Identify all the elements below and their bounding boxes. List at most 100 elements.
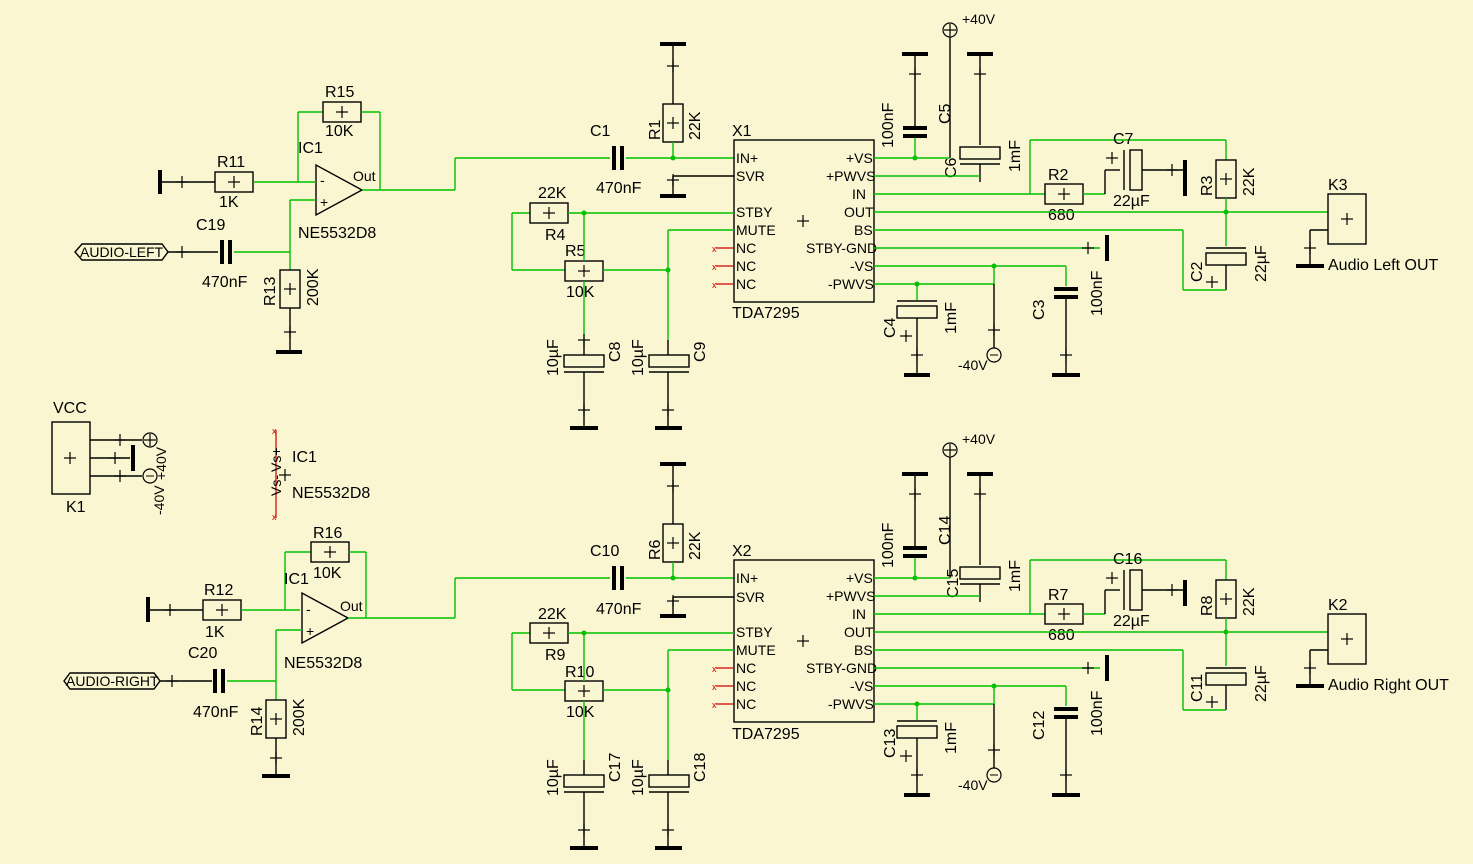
k2-desc: Audio Right OUT — [1328, 677, 1449, 694]
r12-label: R12 — [204, 582, 233, 599]
opamp-ic1a[interactable] — [315, 163, 364, 217]
svg-text:-: - — [306, 601, 311, 617]
c13-label: C13 — [882, 729, 899, 758]
pin-svr: SVR — [736, 589, 765, 605]
r3-value: 22K — [1241, 167, 1258, 196]
pin-out: OUT — [844, 204, 874, 220]
c19-value: 470nF — [202, 274, 248, 291]
capacitor-c8[interactable] — [563, 354, 605, 368]
c20-label: C20 — [188, 645, 217, 662]
pin-nc: NC — [736, 696, 756, 712]
capacitor-c17[interactable] — [563, 774, 605, 788]
pin-pwvs-plus: +PWVS — [826, 588, 875, 604]
c19-label: C19 — [196, 217, 225, 234]
nc-x: x — [712, 682, 717, 692]
r5-label: R5 — [565, 243, 586, 260]
capacitor-c13[interactable] — [896, 725, 938, 739]
x2-label: X2 — [732, 543, 752, 560]
nc-x: x — [712, 664, 717, 674]
pin-nc: NC — [736, 660, 756, 676]
pos40-label: +40V — [962, 11, 996, 27]
pin-in: IN — [852, 186, 866, 202]
pin-svr: SVR — [736, 168, 765, 184]
ic1-vs-plus: Vs+ — [268, 447, 284, 472]
c14-value: 1mF — [1007, 560, 1024, 592]
c17-label: C17 — [607, 753, 624, 782]
c9-value: 10µF — [630, 339, 647, 376]
pin-out: OUT — [844, 624, 874, 640]
nc-x: x — [272, 512, 277, 522]
r14-label: R14 — [249, 707, 266, 736]
capacitor-c18[interactable] — [648, 774, 690, 788]
ic-x1-tda7295[interactable] — [733, 139, 875, 303]
c20-value: 470nF — [193, 704, 239, 721]
r7-label: R7 — [1048, 587, 1069, 604]
capacitor-c2[interactable] — [1205, 252, 1247, 266]
r1-value: 22K — [687, 111, 704, 140]
r4-label: R4 — [545, 227, 566, 244]
opamp-ic1b[interactable] — [301, 591, 350, 645]
c12-value: 100nF — [1089, 690, 1106, 736]
r12-value: 1K — [205, 624, 225, 641]
r5-value: 10K — [566, 284, 595, 301]
connector-k3[interactable] — [1327, 193, 1367, 245]
connector-k2[interactable] — [1327, 613, 1367, 665]
c9-label: C9 — [692, 341, 709, 362]
r13-label: R13 — [262, 277, 279, 306]
k2-label: K2 — [1328, 597, 1348, 614]
r8-value: 22K — [1241, 587, 1258, 616]
c1-label: C1 — [590, 123, 611, 140]
r15-label: R15 — [325, 84, 354, 101]
ic1-label: IC1 — [298, 140, 323, 157]
k3-desc: Audio Left OUT — [1328, 257, 1439, 274]
capacitor-c7[interactable] — [1129, 149, 1143, 191]
r2-value: 680 — [1048, 207, 1075, 224]
capacitor-c11[interactable] — [1205, 672, 1247, 686]
x1-label: X1 — [732, 123, 752, 140]
pin-nc: NC — [736, 678, 756, 694]
k1-neg40: -40V — [151, 485, 167, 515]
c2-label: C2 — [1189, 261, 1206, 282]
capacitor-c14[interactable] — [959, 566, 1001, 580]
pin-pwvs-minus: -PWVS — [828, 276, 874, 292]
pin-vs-minus: -VS — [850, 258, 873, 274]
r4-value: 22K — [538, 185, 567, 202]
nc-x: x — [272, 426, 277, 436]
pin-vs-plus: +VS — [846, 150, 873, 166]
circle-plus-icon — [142, 432, 158, 448]
c16-value: 22µF — [1113, 613, 1150, 630]
c15-value: 100nF — [880, 522, 897, 568]
r2-label: R2 — [1048, 167, 1069, 184]
r9-label: R9 — [545, 647, 566, 664]
c3-value: 100nF — [1089, 270, 1106, 316]
r14-value: 200K — [291, 698, 308, 736]
r7-value: 680 — [1048, 627, 1075, 644]
nc-x: x — [712, 262, 717, 272]
c11-label: C11 — [1189, 674, 1206, 702]
capacitor-c9[interactable] — [648, 354, 690, 368]
c6-value: 100nF — [880, 102, 897, 148]
nc-x: x — [712, 700, 717, 710]
capacitor-c16[interactable] — [1129, 569, 1143, 611]
c4-label: C4 — [882, 317, 899, 338]
power-connector-group: VCC K1 +40V -40V x x Vs- Vs+ IC1 NE5532D… — [51, 400, 370, 522]
c8-value: 10µF — [545, 339, 562, 376]
c10-value: 470nF — [596, 601, 642, 618]
pin-stby: STBY — [736, 204, 773, 220]
circle-minus-icon — [986, 767, 1002, 783]
pin-stby-gnd: STBY-GND — [806, 660, 877, 676]
audio-right-label: AUDIO-RIGHT — [66, 673, 159, 689]
ic-x2-tda7295[interactable] — [733, 559, 875, 723]
capacitor-c5[interactable] — [959, 146, 1001, 160]
ic1b-label: IC1 — [284, 571, 309, 588]
pin-vs-minus: -VS — [850, 678, 873, 694]
pin-nc: NC — [736, 276, 756, 292]
audio-left-label: AUDIO-LEFT — [80, 244, 164, 260]
r10-label: R10 — [565, 664, 594, 681]
ic1-power-part: NE5532D8 — [292, 485, 370, 502]
r16-label: R16 — [313, 525, 342, 542]
capacitor-c4[interactable] — [896, 305, 938, 319]
ic1-vs-minus: Vs- — [268, 475, 284, 496]
opamp-out-label: Out — [353, 168, 376, 184]
